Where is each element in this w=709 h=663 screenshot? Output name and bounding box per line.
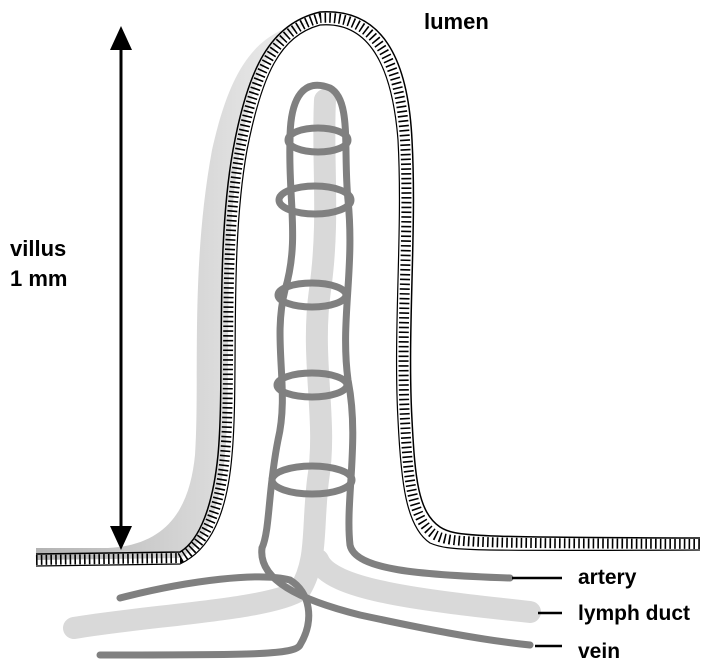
lumen-label: lumen [424, 11, 489, 33]
villus-height-arrow [110, 26, 132, 550]
mucosa-surface [36, 12, 700, 566]
brush-border [36, 18, 700, 560]
artery-vessel [262, 85, 510, 578]
brush-border-outline [36, 12, 700, 554]
villus-label: villus 1 mm [10, 234, 67, 294]
villus-label-size: 1 mm [10, 264, 67, 294]
lymph-duct-label: lymph duct [578, 603, 690, 624]
villus-label-name: villus [10, 234, 67, 264]
lymph-duct-branch [318, 560, 530, 612]
artery-label: artery [578, 567, 636, 588]
vein-label: vein [578, 641, 620, 662]
brush-border-inner [36, 25, 700, 566]
arrowhead-up [110, 26, 132, 50]
